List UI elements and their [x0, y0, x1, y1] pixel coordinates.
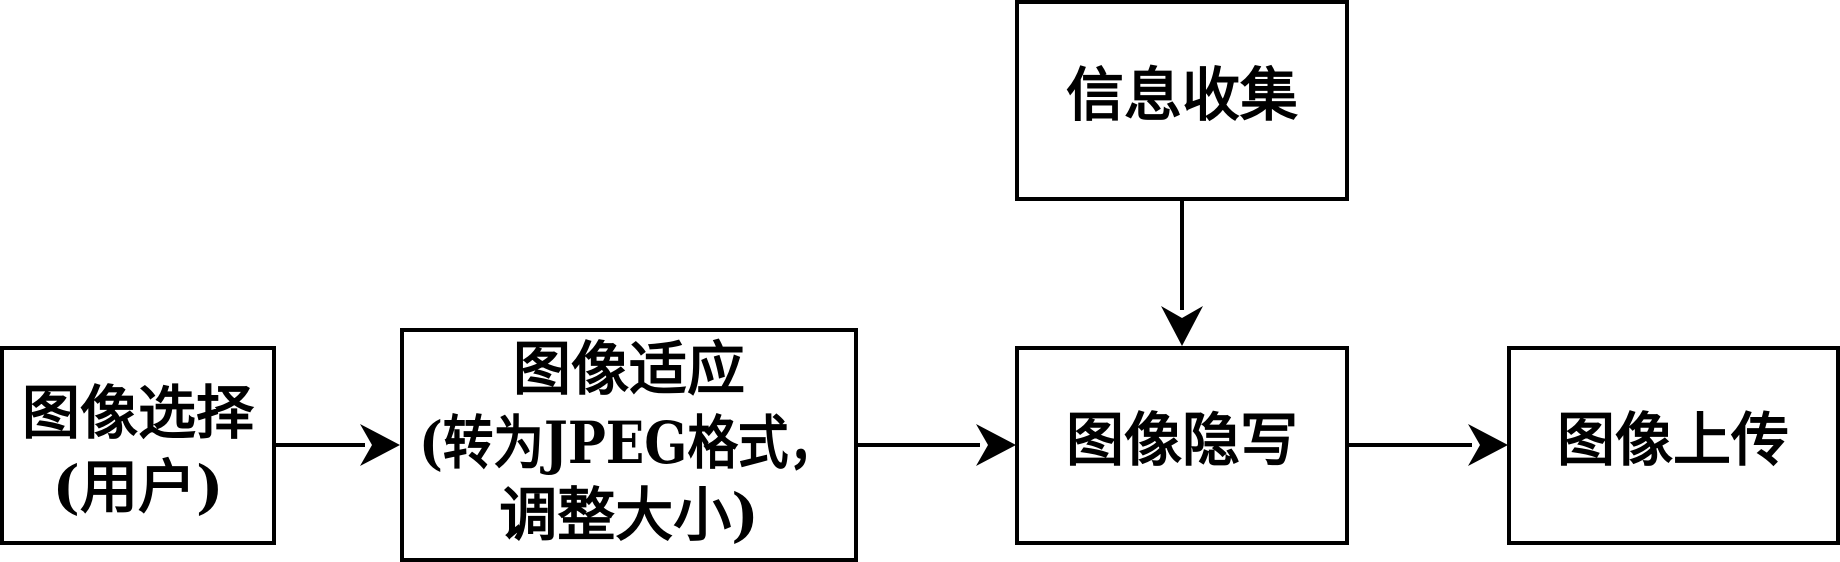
node-image-select-line-1: 图像选择	[22, 379, 255, 447]
edges	[274, 199, 1508, 466]
node-image-select-line-2: (用户)	[53, 453, 224, 521]
node-image-upload: 图像上传	[1507, 346, 1840, 545]
node-image-select: 图像选择 (用户)	[0, 346, 276, 545]
node-image-adapt-line-2: (转为JPEG格式，	[419, 409, 839, 477]
node-image-stego: 图像隐写	[1015, 346, 1349, 545]
node-image-adapt: 图像适应 (转为JPEG格式， 调整大小)	[400, 328, 858, 562]
node-image-stego-line-1: 图像隐写	[1066, 406, 1298, 474]
node-image-adapt-line-1: 图像适应	[513, 335, 745, 403]
node-image-upload-line-1: 图像上传	[1557, 406, 1789, 474]
arrowhead-select-to-adapt	[360, 424, 400, 466]
arrowhead-collect-to-stego	[1161, 306, 1203, 346]
node-info-collect: 信息收集	[1015, 0, 1349, 201]
node-image-adapt-line-3: 调整大小)	[499, 481, 758, 549]
node-info-collect-line-1: 信息收集	[1066, 61, 1298, 129]
arrowhead-stego-to-upload	[1468, 424, 1508, 466]
arrowhead-adapt-to-stego	[976, 424, 1016, 466]
